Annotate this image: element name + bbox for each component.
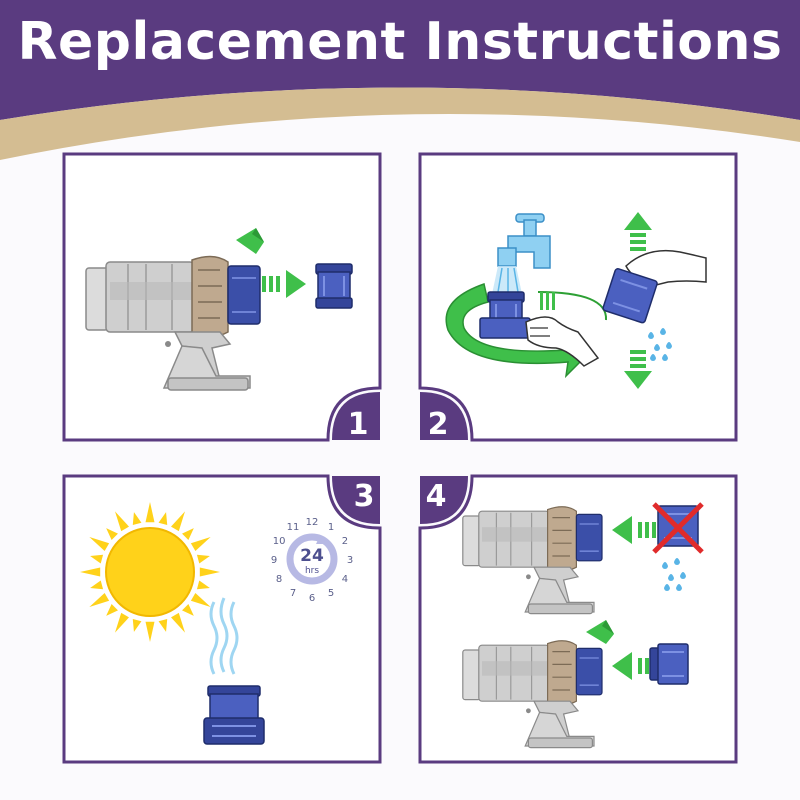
filter-icon — [649, 643, 689, 685]
sun-ray — [145, 621, 155, 642]
filter-icon — [602, 268, 658, 324]
clock-hour-label: 3 — [347, 555, 353, 566]
clock-hour-label: 1 — [328, 522, 334, 533]
step-panel-2: 2 — [418, 152, 738, 442]
sun-ray — [89, 593, 110, 607]
clock-hour-label: 9 — [271, 555, 277, 566]
sun-ray — [190, 537, 211, 551]
green-arrow-icon — [586, 620, 614, 644]
clock-hour-label: 10 — [273, 536, 286, 547]
sun-ray — [145, 502, 155, 523]
sun-ray — [199, 567, 220, 577]
sun-ray — [80, 567, 101, 577]
step-number: 3 — [354, 479, 375, 514]
sun-ray — [115, 612, 129, 633]
clock-hour-label: 7 — [290, 588, 296, 599]
filter-icon — [315, 263, 353, 309]
header-banner — [0, 0, 800, 160]
sun-ray — [171, 511, 185, 532]
sun-ray — [190, 593, 211, 607]
hand-icon — [525, 316, 600, 367]
clock-hour-label: 11 — [287, 522, 300, 533]
page-title: Replacement Instructions — [17, 12, 783, 72]
step-number: 4 — [426, 479, 447, 514]
step-badge — [420, 392, 468, 440]
sun-ray — [106, 528, 118, 540]
sun-ray — [182, 528, 194, 540]
step-badge — [420, 476, 468, 524]
clock-unit: hrs — [305, 566, 319, 576]
step-badge — [332, 476, 380, 524]
sun-ray — [182, 604, 194, 616]
sun-ray — [158, 512, 168, 526]
clock-hour-label: 6 — [309, 593, 315, 604]
step-panel-4: 4 — [418, 474, 738, 764]
sun-ray — [89, 537, 110, 551]
clock-hour-label: 4 — [342, 574, 348, 585]
sun-ray — [196, 554, 210, 564]
tap-icon — [497, 213, 551, 269]
water-stream — [492, 266, 522, 294]
clock-hour-label: 12 — [306, 517, 319, 528]
sun-ray — [115, 511, 129, 532]
sun-ray — [158, 618, 168, 632]
step-badge — [332, 392, 380, 440]
step-number: 2 — [428, 407, 449, 442]
clock-value: 24 — [300, 546, 324, 566]
sun-ray — [106, 604, 118, 616]
filter-icon — [203, 685, 265, 745]
sun-icon — [80, 502, 220, 642]
sun-ray — [132, 618, 142, 632]
step-panel-1: 1 — [62, 152, 382, 442]
green-arrow-icon — [236, 228, 264, 254]
steam-icon — [209, 597, 239, 675]
sun-ray — [90, 554, 104, 564]
sun-ray — [196, 580, 210, 590]
sun-ray — [132, 512, 142, 526]
clock-hour-label: 8 — [276, 574, 282, 585]
cross-icon — [652, 502, 704, 554]
rotate-arrow-icon — [445, 283, 608, 379]
clock-hour-label: 5 — [328, 588, 334, 599]
clock-hour-label: 2 — [342, 536, 348, 547]
sun-ray — [90, 580, 104, 590]
step-number: 1 — [348, 407, 369, 442]
sun-ray — [171, 612, 185, 633]
